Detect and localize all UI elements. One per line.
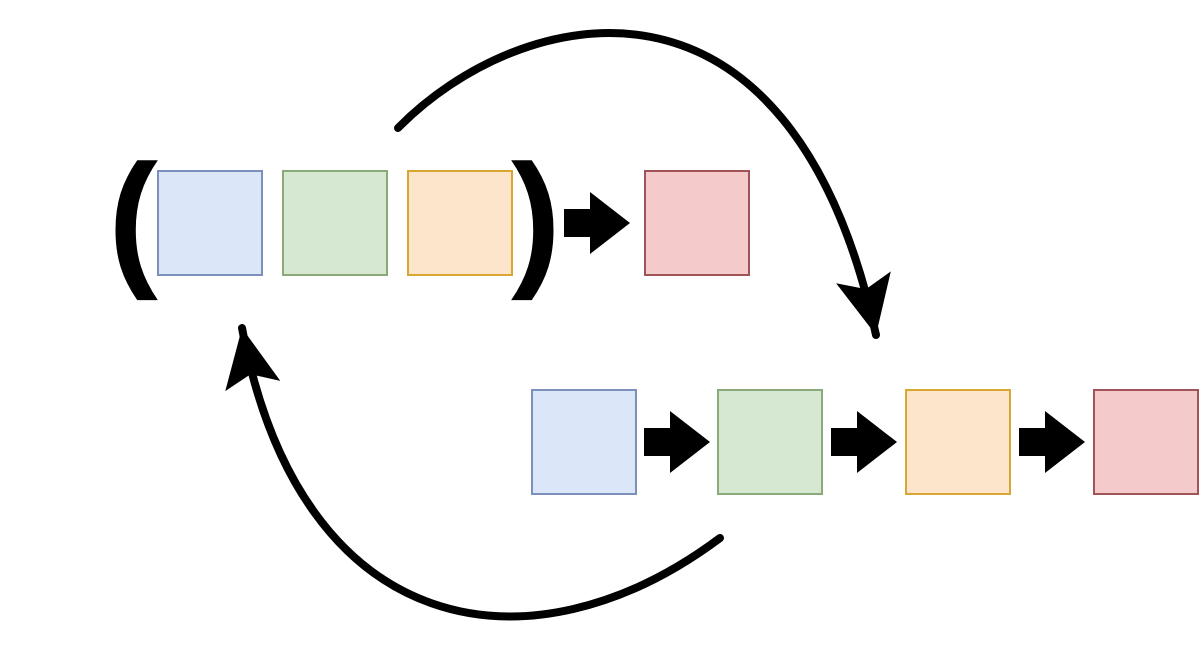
top-result-red-square <box>644 170 750 276</box>
block-arrow-bottom-2-icon <box>831 411 897 473</box>
top-green-square <box>282 170 388 276</box>
bottom-green-square <box>717 389 823 495</box>
top-blue-square <box>157 170 263 276</box>
bottom-red-square <box>1093 389 1199 495</box>
close-paren: ) <box>511 133 561 301</box>
block-arrow-bottom-1-icon <box>644 411 710 473</box>
block-arrow-top-icon <box>564 192 630 254</box>
loop-arrow-bottom-icon <box>225 324 724 621</box>
block-arrow-bottom-3-icon <box>1019 411 1085 473</box>
bottom-orange-square <box>905 389 1011 495</box>
loop-arrow-top-icon <box>394 29 891 339</box>
open-paren: ( <box>108 133 158 301</box>
top-orange-square <box>407 170 513 276</box>
bottom-blue-square <box>531 389 637 495</box>
